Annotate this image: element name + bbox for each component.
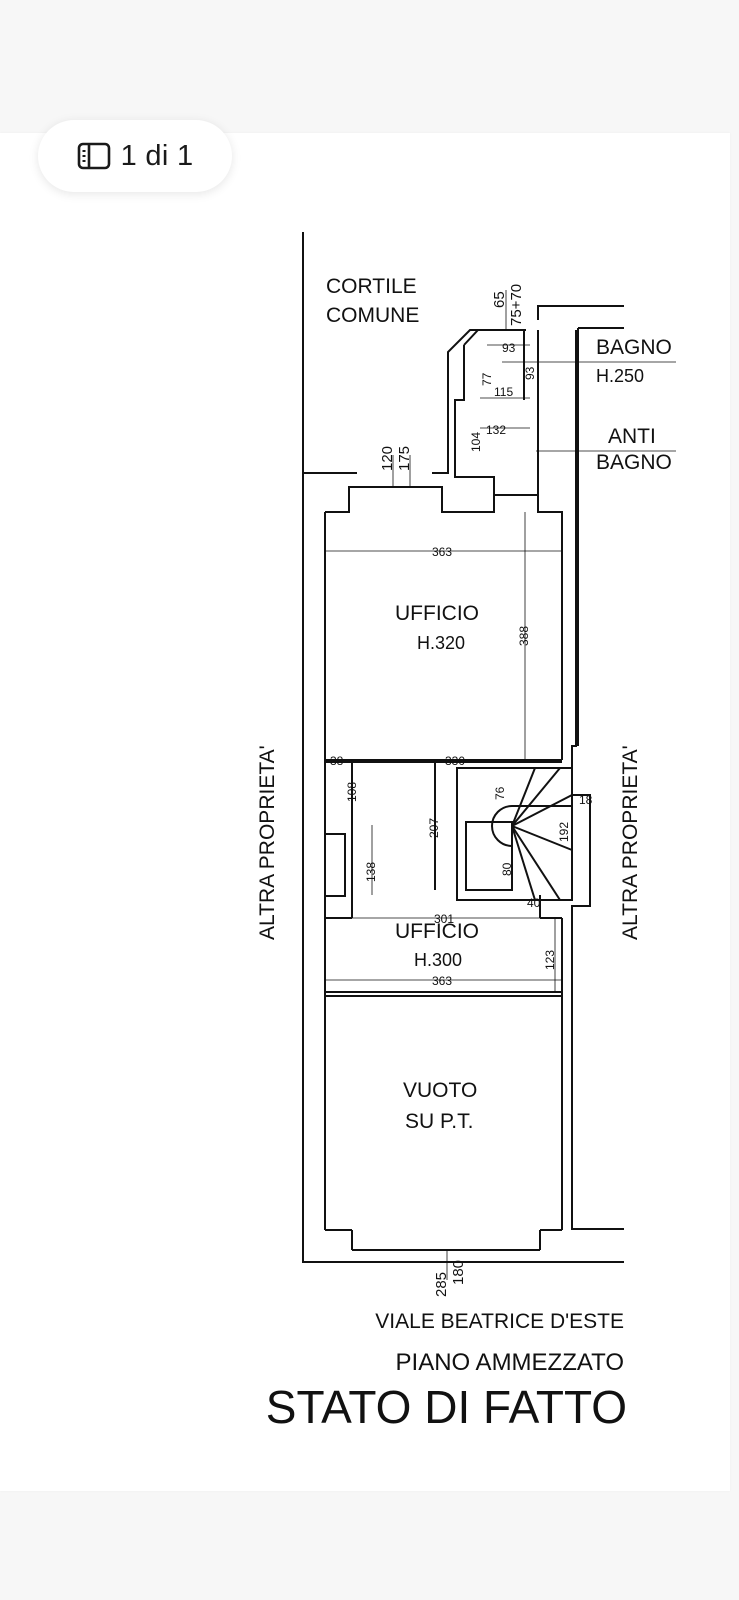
dim-175: 175 (396, 446, 413, 471)
street-name: VIALE BEATRICE D'ESTE (375, 1310, 624, 1333)
dim-93a: 93 (502, 341, 516, 355)
dim-38: 38 (330, 754, 344, 768)
room-label-vuoto: VUOTO (403, 1079, 477, 1102)
dimension-labels: 65 75+70 93 93 77 115 132 104 120 175 36… (330, 284, 593, 1297)
dim-77: 77 (480, 372, 494, 386)
altra-proprieta-left: ALTRA PROPRIETA' (256, 745, 279, 940)
document-page (0, 133, 730, 1491)
dim-104: 104 (469, 432, 483, 452)
dim-363-bottom: 363 (432, 974, 452, 988)
dim-115: 115 (494, 385, 513, 399)
page-indicator-pill[interactable]: 1 di 1 (38, 120, 232, 192)
plan-state-title: STATO DI FATTO (266, 1381, 627, 1433)
plan-walls (302, 232, 624, 1263)
room-height-bagno: H.250 (596, 366, 644, 386)
dim-123: 123 (543, 950, 557, 970)
room-label-anti-bagno: BAGNO (596, 451, 672, 474)
page-indicator-label: 1 di 1 (120, 139, 194, 172)
dimension-lines (325, 290, 676, 1280)
dim-120: 120 (379, 446, 396, 471)
dim-192: 192 (557, 822, 571, 842)
room-height-ufficio-mid: H.300 (414, 950, 462, 970)
room-label-ufficio-top: UFFICIO (395, 602, 479, 625)
dim-285: 285 (433, 1272, 450, 1297)
document-pages-icon (77, 142, 111, 170)
dim-138: 138 (364, 862, 378, 882)
room-label-anti: ANTI (608, 425, 656, 448)
dim-301: 301 (434, 912, 454, 926)
room-label-ufficio-mid: UFFICIO (395, 920, 479, 943)
room-label-bagno: BAGNO (596, 336, 672, 359)
dim-80: 80 (500, 862, 514, 876)
dim-93b: 93 (523, 366, 537, 380)
altra-proprieta-right: ALTRA PROPRIETA' (619, 745, 642, 940)
room-label-su-pt: SU P.T. (405, 1110, 473, 1133)
dim-180: 180 (450, 1260, 467, 1285)
dim-207: 207 (427, 818, 441, 838)
dim-76: 76 (493, 786, 507, 800)
dim-388: 388 (517, 626, 531, 646)
room-height-ufficio-top: H.320 (417, 633, 465, 653)
dim-330: 330 (445, 754, 465, 768)
dim-132: 132 (486, 423, 506, 437)
dim-363-top: 363 (432, 545, 452, 559)
dim-108: 108 (345, 782, 359, 802)
floor-name: PIANO AMMEZZATO (396, 1349, 624, 1376)
dim-18: 18 (579, 793, 593, 807)
dim-40: 40 (527, 896, 541, 910)
room-label-comune: COMUNE (326, 304, 419, 327)
room-label-cortile: CORTILE (326, 275, 417, 298)
dim-75-70: 75+70 (508, 284, 525, 326)
dim-65: 65 (491, 291, 508, 308)
